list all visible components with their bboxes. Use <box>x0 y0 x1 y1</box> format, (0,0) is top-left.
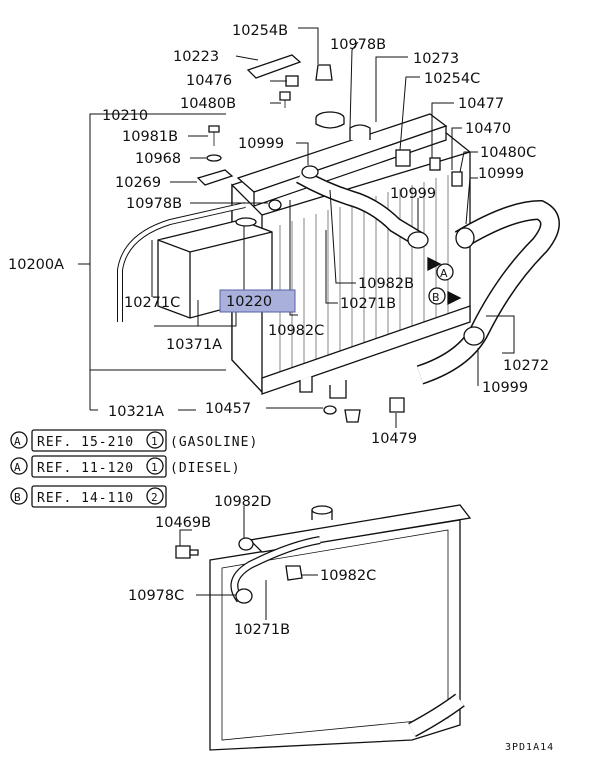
label-10978C: 10978C <box>128 588 184 604</box>
label-10978B-mid: 10978B <box>126 196 182 212</box>
lower-part-labels: 10982D 10469B 10982C 10978C 10271B <box>128 494 376 638</box>
radiator-detail-lower <box>175 504 472 751</box>
label-10371A: 10371A <box>166 337 222 353</box>
label-10321A: 10321A <box>108 404 164 420</box>
label-10272: 10272 <box>503 358 549 374</box>
ref2-marker: A <box>14 461 22 474</box>
label-10982C-top: 10982C <box>268 323 324 339</box>
label-10999-low: 10999 <box>482 380 528 396</box>
label-10271B-top: 10271B <box>340 296 396 312</box>
ref1-note: (GASOLINE) <box>170 435 258 450</box>
label-10477: 10477 <box>458 96 504 112</box>
ref2-circled: 1 <box>151 461 159 474</box>
ref3-circled: 2 <box>151 491 159 504</box>
label-10254B: 10254B <box>232 23 288 39</box>
label-10999-a: 10999 <box>238 136 284 152</box>
ref1-text: REF. 15-210 <box>37 435 134 450</box>
label-10269: 10269 <box>115 175 161 191</box>
ref2-note: (DIESEL) <box>170 461 241 476</box>
connection-markers: A B <box>427 256 462 306</box>
label-10982C-bot: 10982C <box>320 568 376 584</box>
marker-b: B <box>432 291 440 304</box>
label-10469B: 10469B <box>155 515 211 531</box>
label-10254C: 10254C <box>424 71 480 87</box>
label-10271C: 10271C <box>124 295 180 311</box>
label-10978B-top: 10978B <box>330 37 386 53</box>
diagram-code: 3PD1A14 <box>505 742 554 753</box>
label-10220: 10220 <box>226 294 272 310</box>
label-10982D: 10982D <box>214 494 271 510</box>
hose-clamps <box>268 165 485 346</box>
label-10999-right: 10999 <box>478 166 524 182</box>
label-10480B: 10480B <box>180 96 236 112</box>
small-hardware <box>196 54 463 423</box>
ref2-text: REF. 11-120 <box>37 461 134 476</box>
label-10480C: 10480C <box>480 145 536 161</box>
radiator-cap-part <box>315 111 345 129</box>
label-10271B-bot: 10271B <box>234 622 290 638</box>
label-10223: 10223 <box>173 49 219 65</box>
label-10968: 10968 <box>135 151 181 167</box>
label-10476: 10476 <box>186 73 232 89</box>
label-10981B: 10981B <box>122 129 178 145</box>
label-10982B: 10982B <box>358 276 414 292</box>
ref3-text: REF. 14-110 <box>37 491 134 506</box>
label-10457: 10457 <box>205 401 251 417</box>
label-10479: 10479 <box>371 431 417 447</box>
label-10470: 10470 <box>465 121 511 137</box>
marker-a: A <box>440 267 448 280</box>
label-10200A: 10200A <box>8 257 64 273</box>
ref3-marker: B <box>14 491 22 504</box>
ref1-marker: A <box>14 435 22 448</box>
ref1-circled: 1 <box>151 435 159 448</box>
leader-lines-upper <box>78 27 515 428</box>
label-10210: 10210 <box>102 108 148 124</box>
label-10273: 10273 <box>413 51 459 67</box>
label-10999-mid: 10999 <box>390 186 436 202</box>
leader-lines-lower <box>179 506 318 620</box>
reference-notes: A REF. 15-210 1 (GASOLINE) A REF. 11-120… <box>10 429 258 508</box>
upper-part-labels: 10254B 10978B 10223 10273 10476 10254C 1… <box>8 23 549 447</box>
highlight-10220 <box>219 289 296 313</box>
